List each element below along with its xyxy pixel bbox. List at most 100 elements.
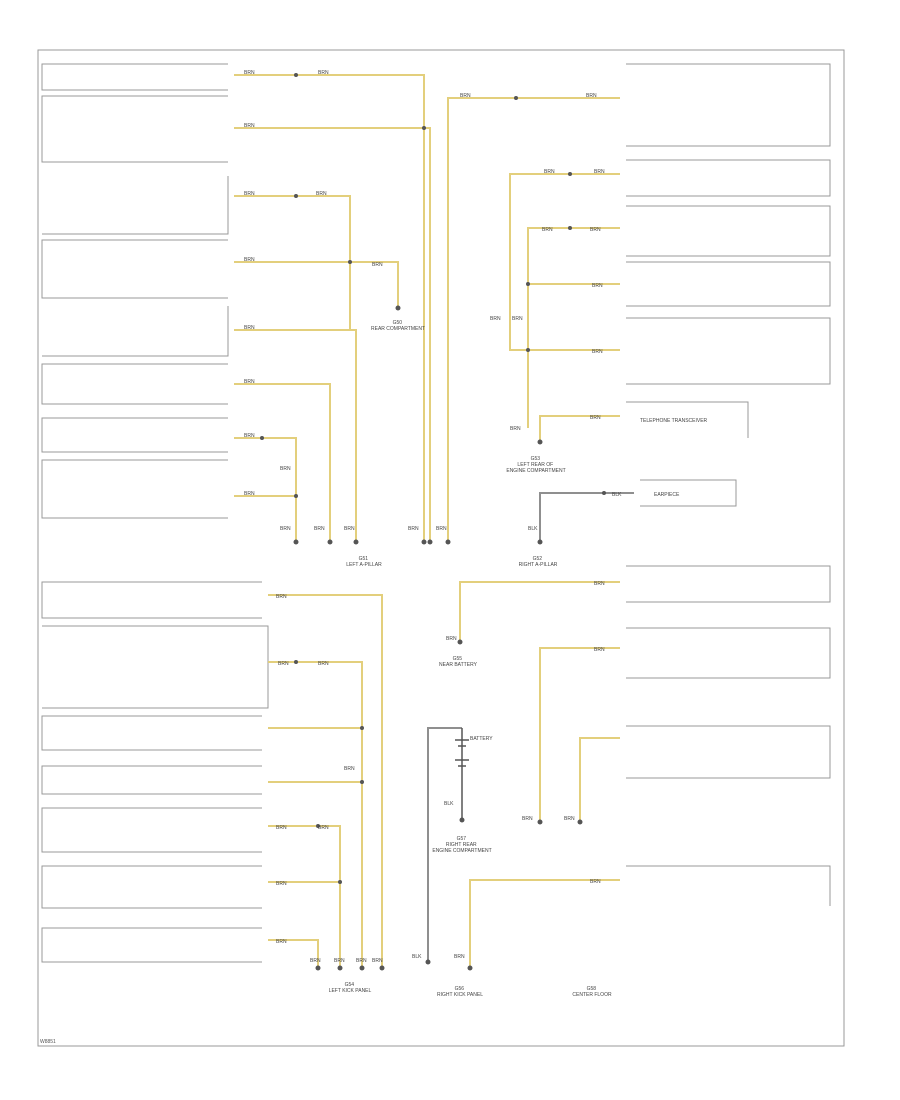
splice-dot (568, 172, 572, 176)
wire (268, 825, 341, 966)
component-box (626, 63, 831, 147)
wire (469, 879, 620, 966)
splice-dot (360, 780, 364, 784)
ground-terminal (537, 439, 543, 445)
wire (527, 227, 620, 428)
wire-label: BRN (316, 191, 327, 197)
wire-label: BRN (280, 526, 291, 532)
ground-location: LEFT REAR OF (517, 462, 553, 468)
component-box (626, 401, 749, 438)
wires-left-lower (268, 594, 383, 966)
wire-label: BRN (344, 766, 355, 772)
wire-label: BRN (278, 661, 289, 667)
wire-label: BRN (512, 316, 523, 322)
wire-label: BRN (586, 93, 597, 99)
ground-id: G54 (345, 982, 355, 988)
wire-label: BRN (244, 123, 255, 129)
component-box (626, 261, 831, 307)
ground-caption-g7: G54 LEFT KICK PANEL (329, 982, 372, 994)
wire (234, 261, 399, 306)
ground-caption-g8: G56 RIGHT KICK PANEL (437, 986, 483, 998)
wire-label: BRN (244, 491, 255, 497)
wire-label: BRN (594, 647, 605, 653)
ground-terminal (467, 965, 473, 971)
wire (234, 262, 351, 331)
component-box (41, 63, 228, 91)
ground-location: RIGHT A-PILLAR (519, 562, 558, 568)
wire-label: BRN (544, 169, 555, 175)
wire-label: BATTERY (470, 736, 493, 742)
ground-terminal (353, 539, 359, 545)
ground-caption-g6: G57 RIGHT REAR ENGINE COMPARTMENT (432, 836, 491, 854)
component-box (41, 865, 262, 909)
ground-caption-g9: G58 CENTER FLOOR (572, 986, 612, 998)
splice-dot (260, 436, 264, 440)
component-box (626, 725, 831, 779)
wire-label: BRN (590, 879, 601, 885)
ground-terminal (359, 965, 365, 971)
component-box (42, 176, 229, 235)
ground-terminal (537, 539, 543, 545)
wire-label: BRN (244, 70, 255, 76)
ground-terminal (425, 959, 431, 965)
splice-dot (360, 726, 364, 730)
ground-terminals (293, 305, 583, 971)
wire-label: BRN (244, 325, 255, 331)
ground-location: LEFT KICK PANEL (329, 988, 372, 994)
wire-label: BRN (276, 881, 287, 887)
ground-terminal (327, 539, 333, 545)
wires-left-upper (234, 74, 431, 540)
wire (427, 727, 462, 960)
ground-caption-g3: G52 RIGHT A-PILLAR (519, 556, 558, 568)
wire-label: BRN (592, 349, 603, 355)
left-lower-component-boxes (41, 581, 269, 963)
wire-label: BRN (318, 70, 329, 76)
wire-label: BRN (276, 594, 287, 600)
ground-terminal (379, 965, 385, 971)
component-box (41, 363, 228, 405)
wire (268, 594, 383, 966)
ground-id: G55 (453, 656, 463, 662)
ground-terminal (445, 539, 451, 545)
ground-id: G56 (455, 986, 465, 992)
right-component-boxes (626, 63, 831, 906)
wire-label: BRN (592, 283, 603, 289)
wires-right-middle (459, 581, 620, 966)
wire-label: BRN (244, 379, 255, 385)
wire-label: BRN (276, 939, 287, 945)
ground-captions: G51 LEFT A-PILLAR G50 REAR COMPARTMENT G… (329, 320, 612, 998)
telephone-label: TELEPHONE TRANSCEIVER (640, 418, 708, 424)
splice-dot (294, 73, 298, 77)
ground-terminal (293, 539, 299, 545)
wire-label: BRN (344, 526, 355, 532)
wire-label: BRN (334, 958, 345, 964)
component-box (42, 306, 229, 357)
wire (509, 173, 620, 351)
wire-label: BRN (594, 169, 605, 175)
wire-label: BRN (460, 93, 471, 99)
wire (234, 195, 351, 262)
wire-label: BRN (564, 816, 575, 822)
ground-location: RIGHT REAR (446, 842, 477, 848)
splice-dot (602, 491, 606, 495)
splice-points (260, 73, 606, 884)
wire (447, 97, 620, 540)
ground-location: RIGHT KICK PANEL (437, 992, 483, 998)
wire-label: BRN (372, 262, 383, 268)
ground-terminal (427, 539, 433, 545)
component-box (626, 865, 831, 906)
component-box (41, 807, 262, 853)
ground-terminal (537, 819, 543, 825)
ground-terminal (577, 819, 583, 825)
wire (234, 329, 357, 540)
ground-location: REAR COMPARTMENT (371, 326, 425, 332)
component-box (41, 927, 262, 963)
wire-label: BRN (542, 227, 553, 233)
component-box (626, 205, 831, 257)
wire (268, 939, 319, 966)
ground-location: NEAR BATTERY (439, 662, 478, 668)
left-upper-component-boxes (41, 63, 229, 519)
ground-terminal (337, 965, 343, 971)
component-box (41, 765, 262, 795)
splice-dot (526, 348, 530, 352)
